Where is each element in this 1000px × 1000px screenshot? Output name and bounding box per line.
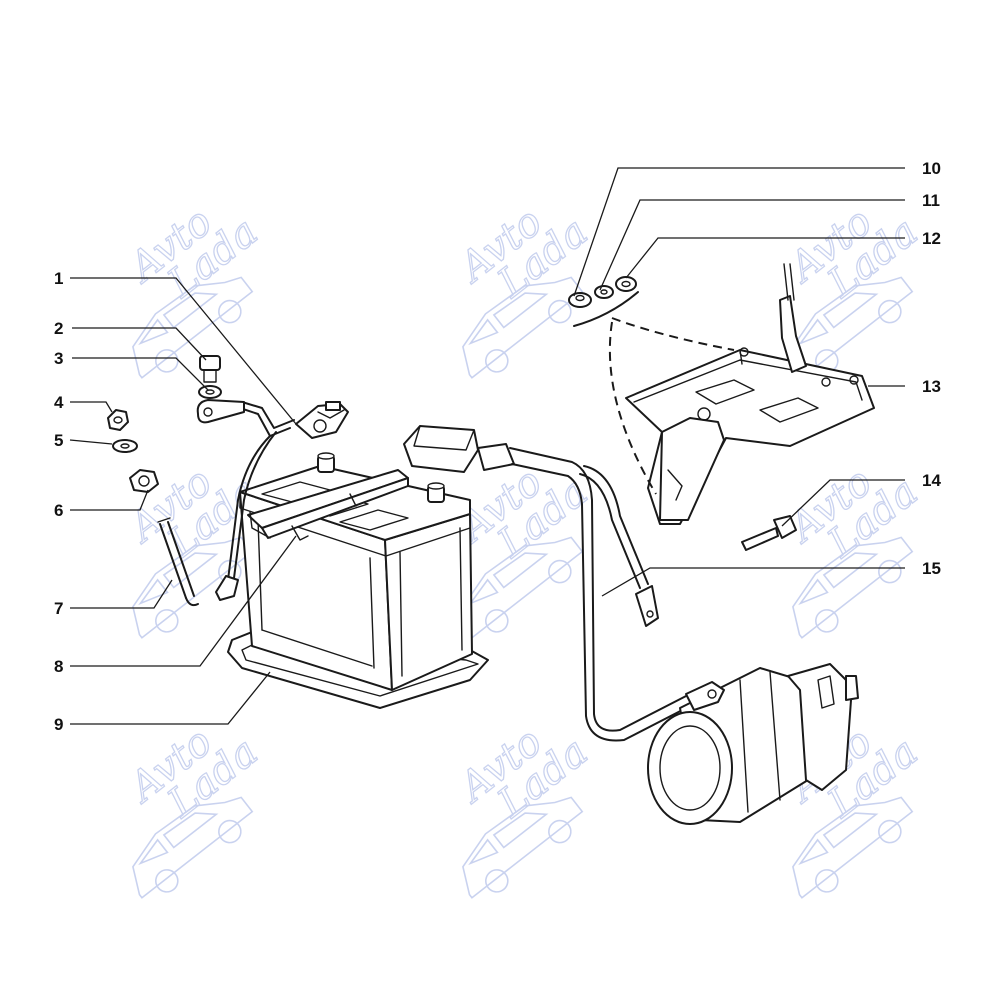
callout-8: 8: [54, 657, 63, 676]
nut-10: [568, 292, 592, 308]
leader-12: [625, 237, 905, 279]
battery-bracket: [625, 263, 875, 525]
callout-11: 11: [922, 191, 940, 210]
nut-6: [129, 469, 159, 493]
leader-7: [70, 579, 173, 609]
leader-2: [72, 327, 207, 361]
starter-motor: [647, 663, 859, 825]
washer-3: [198, 385, 222, 399]
leader-9: [70, 671, 271, 725]
leader-14: [781, 479, 905, 527]
callout-15: 15: [922, 559, 941, 578]
assembly-line-lower: [608, 321, 657, 495]
callout-3: 3: [54, 349, 63, 368]
callout-12: 12: [922, 229, 941, 248]
leader-3: [72, 357, 209, 391]
positive-cable: [403, 425, 695, 742]
callout-9: 9: [54, 715, 63, 734]
hold-down-clamp: [247, 469, 409, 541]
washer-5: [112, 439, 138, 453]
j-bolt: [157, 517, 199, 607]
leader-5: [69, 439, 113, 445]
callout-5: 5: [54, 431, 63, 450]
callout-14: 14: [922, 471, 941, 490]
callout-6: 6: [54, 501, 63, 520]
leader-15: [601, 567, 905, 597]
nut-4: [107, 409, 129, 431]
assembly-line-upper: [611, 317, 735, 351]
callout-7: 7: [54, 599, 63, 618]
leader-10: [573, 167, 905, 297]
negative-cable: [196, 399, 349, 601]
fastener-group-arc: [573, 291, 639, 327]
leader-8: [70, 535, 297, 667]
washer-12: [615, 276, 637, 292]
spring-washer-11: [594, 285, 614, 299]
bolt-14: [741, 515, 797, 551]
battery: [239, 452, 473, 691]
callout-4: 4: [54, 393, 64, 412]
callout-10: 10: [922, 159, 941, 178]
callout-1: 1: [54, 269, 63, 288]
leader-1: [70, 277, 297, 425]
callout-13: 13: [922, 377, 941, 396]
callout-labels: 1 2 3 4 5 6 7 8 9 10 11 12 13 14 15: [54, 159, 941, 734]
leader-lines: [69, 167, 905, 725]
leader-4: [70, 401, 113, 413]
leader-11: [599, 199, 905, 291]
bolt-2: [199, 355, 221, 383]
leader-6: [70, 489, 149, 511]
callout-2: 2: [54, 319, 63, 338]
